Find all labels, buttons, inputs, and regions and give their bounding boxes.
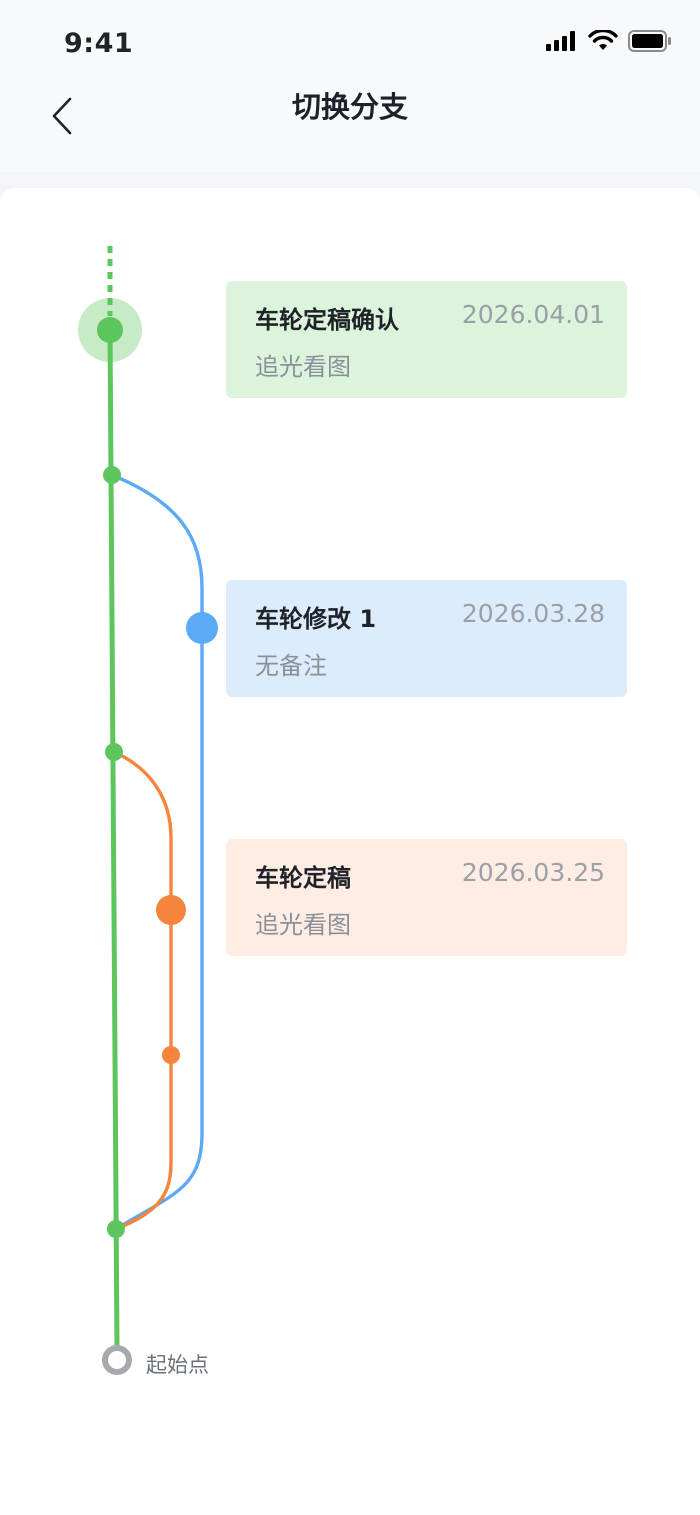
top-bar: 9:41 切换分支 (0, 0, 700, 172)
commit-title: 车轮定稿 (255, 864, 351, 892)
status-time: 9:41 (64, 28, 134, 59)
blue-branch-line (111, 473, 204, 1231)
orange-commit-node (156, 895, 186, 925)
commit-title: 车轮修改 1 (255, 605, 377, 633)
branch-panel: 车轮定稿确认 2026.04.01 追光看图 车轮修改 1 2026.03.28… (0, 188, 700, 1515)
commit-note: 无备注 (255, 652, 327, 680)
page-title: 切换分支 (291, 90, 408, 124)
green-branch-line (107, 329, 120, 1349)
commit-date: 2026.04.01 (461, 300, 605, 329)
battery-icon (628, 30, 671, 52)
branch-graph (78, 246, 218, 1375)
commit-date: 2026.03.25 (461, 858, 605, 887)
start-point-label: 起始点 (146, 1353, 209, 1377)
back-button[interactable] (40, 92, 84, 140)
head-commit-node (97, 317, 123, 343)
commit-title: 车轮定稿确认 (255, 306, 399, 334)
orange-small-node (162, 1046, 180, 1064)
status-icons (546, 30, 672, 52)
blue-commit-node (186, 612, 218, 644)
chevron-left-icon (52, 97, 72, 135)
commit-note: 追光看图 (255, 911, 351, 939)
signal-icon (546, 31, 575, 51)
commit-date: 2026.03.28 (461, 599, 605, 628)
commit-note: 追光看图 (255, 353, 351, 381)
wifi-icon (588, 30, 618, 50)
green-base-node (107, 1220, 125, 1238)
commit-card[interactable]: 车轮定稿 2026.03.25 追光看图 (226, 839, 627, 956)
commit-card[interactable]: 车轮修改 1 2026.03.28 无备注 (226, 580, 627, 697)
orange-branch-line (113, 750, 173, 1231)
green-merge-node (103, 466, 121, 484)
start-point-icon (102, 1345, 132, 1375)
commit-card[interactable]: 车轮定稿确认 2026.04.01 追光看图 (226, 281, 627, 398)
green-merge-node (105, 743, 123, 761)
